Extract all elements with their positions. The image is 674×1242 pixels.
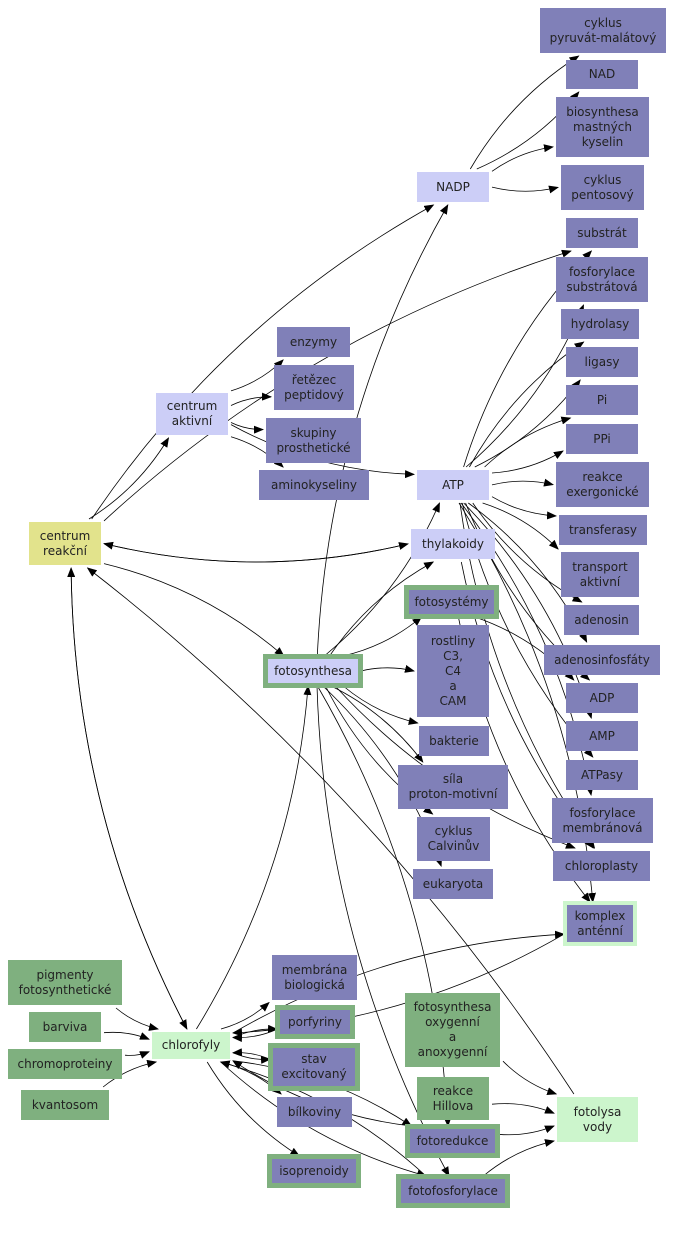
edge-atp-to-reakce_ex xyxy=(491,478,554,487)
edge-atp-to-ligasy xyxy=(474,379,581,468)
node-amp[interactable]: AMP xyxy=(566,721,638,751)
node-cyklus-pentosovy[interactable]: cyklus pentosový xyxy=(561,165,644,210)
node-chloroplasty[interactable]: chloroplasty xyxy=(553,851,650,881)
node-kvantosom[interactable]: kvantosom xyxy=(21,1090,109,1120)
edge-reakce_hill-to-fotolysa xyxy=(491,1103,555,1114)
node-eukaryota[interactable]: eukaryota xyxy=(413,869,493,899)
edge-fotosynthesa-to-fotosystemy xyxy=(343,616,423,657)
node-cyklus-calvinuv[interactable]: cyklus Calvinův xyxy=(417,817,490,861)
node-reakce-exergonicke[interactable]: reakce exergonické xyxy=(556,462,649,507)
node-thylakoidy[interactable]: thylakoidy xyxy=(411,529,495,559)
node-transferasy[interactable]: transferasy xyxy=(559,515,647,545)
node-fotofosforylace[interactable]: fotofosforylace xyxy=(401,1179,505,1203)
node-reakce-hillova[interactable]: reakce Hillova xyxy=(417,1077,489,1120)
edge-fotosynthesa-to-rostliny xyxy=(360,665,415,673)
edge-chlorofyly-to-centrum_reak xyxy=(67,567,188,1030)
edge-fotosynthesa-to-thylakoidy xyxy=(329,561,435,657)
edge-chromoproteiny-to-chlorofyly xyxy=(124,1051,150,1059)
node-adenosin[interactable]: adenosin xyxy=(564,605,639,635)
node-adenosinfosfaty[interactable]: adenosinfosfáty xyxy=(544,645,660,675)
edge-komplex-to-chlorofyly xyxy=(232,933,565,1037)
edge-atp-to-transferasy xyxy=(491,496,557,520)
edge-centrum_akt-to-aminokyseliny xyxy=(230,436,284,468)
edge-fotosynthesa-to-atp xyxy=(324,502,440,657)
node-nad[interactable]: NAD xyxy=(566,60,638,89)
edge-kvantosom-to-chlorofyly xyxy=(102,1059,158,1088)
node-aminokyseliny[interactable]: aminokyseliny xyxy=(259,470,369,500)
node-substrat[interactable]: substrát xyxy=(566,218,638,248)
node-hydrolasy[interactable]: hydrolasy xyxy=(561,309,639,339)
edge-chlorofyly-to-membrana xyxy=(220,1001,270,1030)
node-retezec-peptidovy[interactable]: řetězec peptidový xyxy=(274,365,354,410)
node-bakterie[interactable]: bakterie xyxy=(419,726,489,756)
node-sila-proton-motivni[interactable]: síla proton-motivní xyxy=(398,765,508,809)
edge-chlorofyly-to-komplex xyxy=(232,930,565,1034)
edge-nadp-to-cyklus_pent xyxy=(491,185,559,194)
edge-centrum_reak-to-centrum_akt xyxy=(88,437,170,520)
edge-chlorofyly-to-fotofosforylace xyxy=(220,1061,427,1178)
edge-atp-to-pi xyxy=(484,416,572,468)
node-centrum-aktivni[interactable]: centrum aktivní xyxy=(156,393,228,435)
edge-fotosynthesa-to-sila xyxy=(330,685,424,763)
node-chlorofyly[interactable]: chlorofyly xyxy=(152,1032,230,1059)
edge-fotolysa-to-centrum_reak xyxy=(86,567,575,1095)
node-fotosynthesa[interactable]: fotosynthesa xyxy=(268,659,358,683)
edge-chlorofyly-to-isoprenoidy xyxy=(206,1061,301,1157)
node-rostliny-c3-c4-cam[interactable]: rostliny C3, C4 a CAM xyxy=(417,625,489,717)
node-ppi[interactable]: PPi xyxy=(566,424,638,454)
edge-atp-to-transport xyxy=(482,502,559,550)
edge-fs_oxy-to-fotolysa xyxy=(502,1060,558,1095)
node-fosforylace-membranova[interactable]: fosforylace membránová xyxy=(552,798,653,843)
edge-centrum_reak-to-fotosynthesa xyxy=(103,563,285,657)
node-barviva[interactable]: barviva xyxy=(29,1012,101,1042)
edge-centrum_reak-to-substrat xyxy=(103,249,572,522)
node-pigmenty-fotosyntheticke[interactable]: pigmenty fotosynthetické xyxy=(8,960,122,1005)
node-stav-excitovany[interactable]: stav excitovaný xyxy=(273,1048,355,1086)
node-membrana-biologicka[interactable]: membrána biologická xyxy=(272,955,357,1000)
edge-porfyriny-to-chlorofyly xyxy=(232,1028,278,1042)
edge-centrum_akt-to-retezec xyxy=(230,392,272,406)
edge-fotoredukce-to-fotolysa xyxy=(497,1125,555,1136)
node-enzymy[interactable]: enzymy xyxy=(277,327,350,357)
edge-thylakoidy-to-centrum_reak xyxy=(103,541,409,563)
edge-nadp-to-biosynthesa xyxy=(491,144,554,172)
edge-chlorofyly-to-fotosynthesa xyxy=(196,685,312,1030)
node-komplex-antenni[interactable]: komplex anténní xyxy=(567,905,633,942)
node-atp[interactable]: ATP xyxy=(417,470,489,500)
node-fotosynthesa-oxygenni-a-anoxygenni[interactable]: fotosynthesa oxygenní a anoxygenní xyxy=(405,993,500,1067)
node-ligasy[interactable]: ligasy xyxy=(566,347,638,377)
node-transport-aktivni[interactable]: transport aktivní xyxy=(561,552,639,597)
node-isoprenoidy[interactable]: isoprenoidy xyxy=(272,1159,356,1183)
node-fotosystemy[interactable]: fotosystémy xyxy=(409,590,494,614)
node-centrum-reakcni[interactable]: centrum reakční xyxy=(29,522,101,565)
node-porfyriny[interactable]: porfyriny xyxy=(280,1010,350,1034)
edge-pigmenty-to-chlorofyly xyxy=(115,1007,159,1031)
edge-nadp-to-cyklus_pm xyxy=(469,55,580,170)
node-atpasy[interactable]: ATPasy xyxy=(566,760,638,790)
edge-centrum_akt-to-enzymy xyxy=(230,359,284,392)
edge-barviva-to-chlorofyly xyxy=(103,1031,150,1040)
node-chromoproteiny[interactable]: chromoproteiny xyxy=(8,1049,122,1079)
node-fosforylace-substratova[interactable]: fosforylace substrátová xyxy=(556,257,648,302)
edge-fotofosforylace-to-fotolysa xyxy=(483,1139,555,1177)
node-adp[interactable]: ADP xyxy=(566,683,638,713)
edge-fotosynthesa-to-bakterie xyxy=(342,685,419,725)
node-bilkoviny[interactable]: bílkoviny xyxy=(277,1097,352,1127)
edge-centrum_akt-to-skupiny xyxy=(230,422,264,434)
node-cyklus-pyruvat-malatovy[interactable]: cyklus pyruvát-malátový xyxy=(540,8,666,53)
edge-centrum_reak-to-nadp xyxy=(91,204,435,520)
edge-atp-to-ppi xyxy=(491,450,564,474)
node-skupiny-prosteticke[interactable]: skupiny prosthetické xyxy=(266,418,361,463)
node-biosynthesa-mastnych-kyselin[interactable]: biosynthesa mastných kyselin xyxy=(556,97,649,157)
node-pi[interactable]: Pi xyxy=(566,385,638,415)
node-fotolysa-vody[interactable]: fotolysa vody xyxy=(557,1097,638,1142)
node-nadp[interactable]: NADP xyxy=(417,172,489,202)
edge-stav-to-chlorofyly xyxy=(232,1048,271,1060)
node-fotoredukce[interactable]: fotoredukce xyxy=(410,1129,495,1153)
